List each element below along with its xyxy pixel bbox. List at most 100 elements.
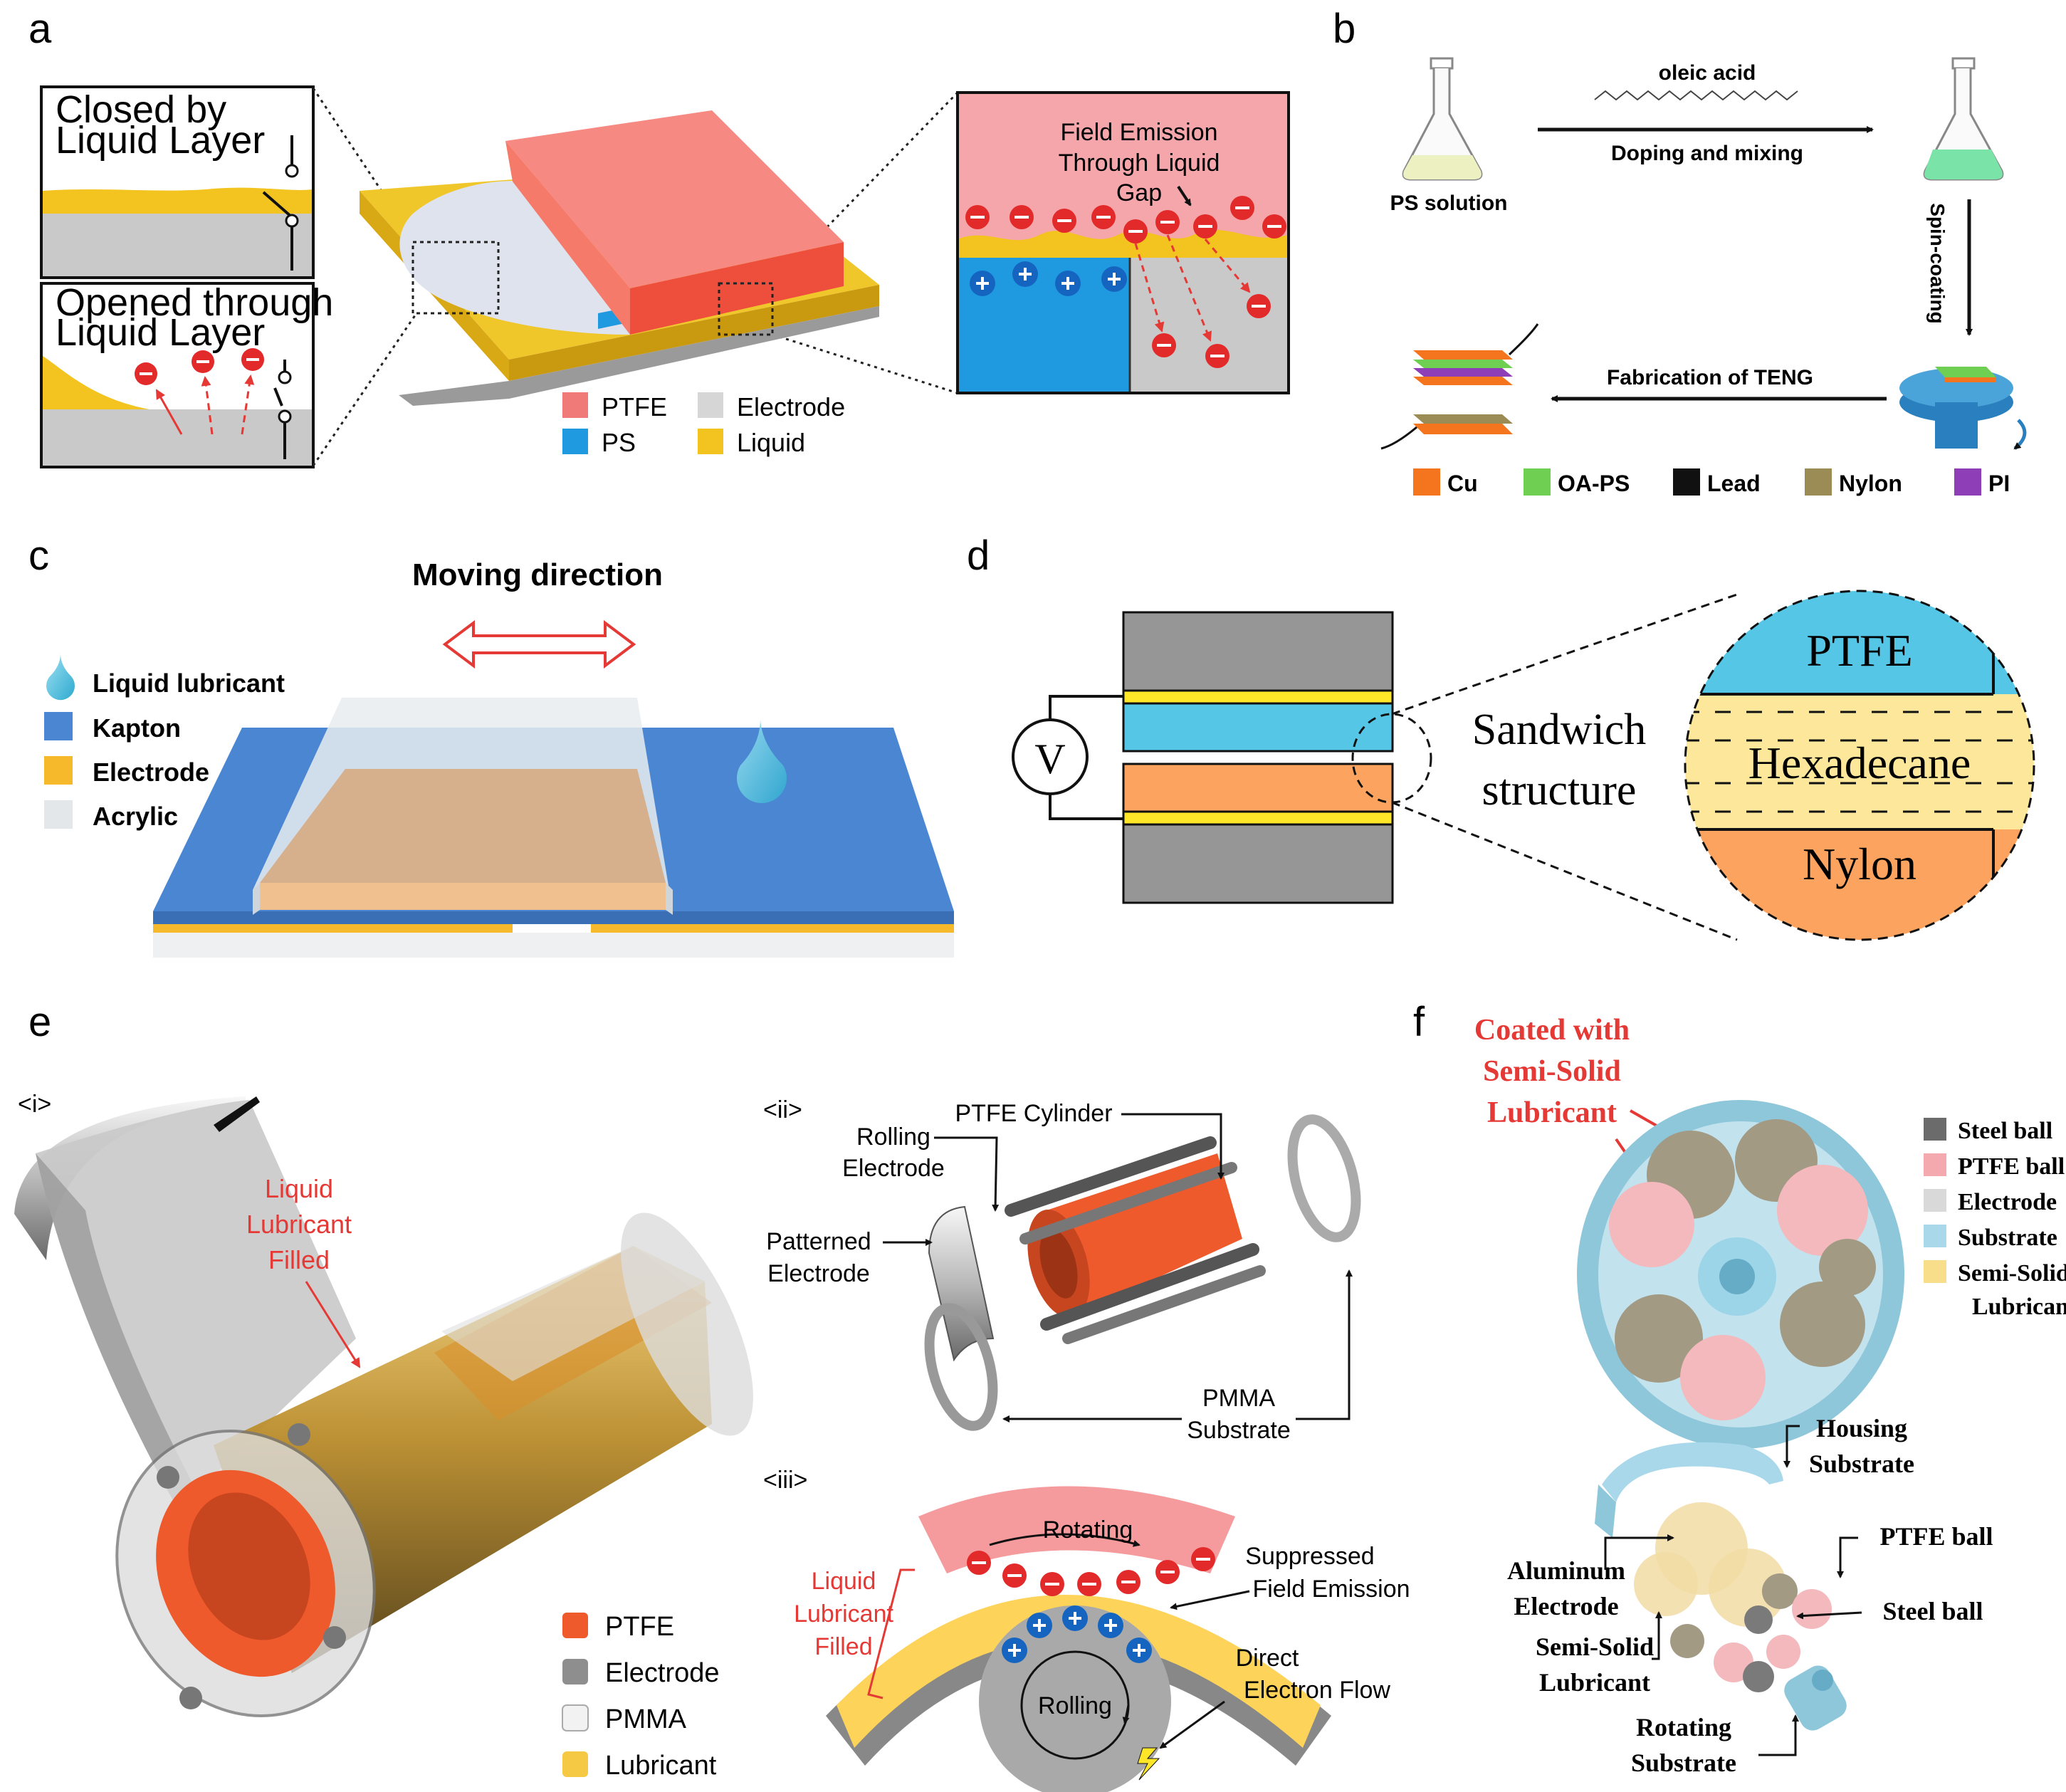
legend-a-liquid: Liquid [737, 428, 805, 457]
double-arrow-icon [442, 620, 636, 669]
panel-letter-e: e [28, 999, 51, 1045]
panel-letter-b: b [1333, 6, 1356, 52]
teng-stack [1380, 323, 1539, 450]
legend-e-pmma: PMMA [605, 1704, 687, 1734]
panel-letter-f: f [1413, 999, 1425, 1045]
legend-c: Liquid lubricant Kapton Electrode Acryli… [44, 654, 285, 831]
inset-closed-line2: Liquid Layer [56, 119, 265, 162]
panel-d: d V Sandwich structure [967, 533, 2035, 941]
legend-c-electrode: Electrode [93, 758, 209, 787]
patterned-electrode-line2: Electrode [767, 1260, 870, 1287]
legend-f-ptfe: PTFE ball [1958, 1153, 2065, 1180]
legend-b-oaps: OA-PS [1558, 471, 1630, 496]
liquid-filled-line3: Filled [268, 1245, 330, 1274]
ptfe-ball-label: PTFE ball [1879, 1522, 1993, 1551]
sub-ii-label: <ii> [763, 1096, 802, 1123]
legend-c-liquid: Liquid lubricant [93, 669, 285, 698]
aluminum-line2: Electrode [1514, 1592, 1618, 1620]
legend-a-electrode: Electrode [737, 392, 845, 421]
legend-b-pi: PI [1988, 471, 2010, 496]
panel-letter-d: d [967, 533, 990, 579]
bearing-assembled [1577, 1100, 1904, 1449]
spin-coater [1899, 367, 2027, 450]
legend-a-ps: PS [602, 428, 636, 457]
ptfe-cylinder-label: PTFE Cylinder [955, 1100, 1112, 1127]
legend-b-nylon: Nylon [1839, 471, 1902, 496]
rotating-substrate-line1: Rotating [1636, 1713, 1731, 1741]
rolling-label: Rolling [1038, 1692, 1112, 1719]
voltmeter-circuit: V [1012, 695, 1123, 820]
doping-mixing-label: Doping and mixing [1611, 142, 1803, 165]
legend-e-ptfe: PTFE [605, 1612, 674, 1642]
sandwich-zoom-circle: PTFE Hexadecane Nylon [1684, 590, 2035, 941]
rolling-device-3d [14, 1096, 753, 1717]
inset-closed: Closed by Liquid Layer [40, 85, 315, 279]
sandwich-caption-line2: structure [1482, 766, 1637, 814]
rolling-electrode-line2: Electrode [842, 1155, 945, 1182]
semisolid-line2: Lubricant [1539, 1668, 1650, 1697]
panel-e: e <i> Liquid Lubricant Filled PTFE [14, 999, 1410, 1792]
pmma-substrate-line2: Substrate [1187, 1417, 1291, 1444]
sub-iii-label: <iii> [763, 1467, 807, 1494]
panel-f: f Coated with Semi-Solid Lubricant Steel… [1413, 999, 2066, 1777]
liquid-droplet-icon [737, 719, 787, 804]
iii-filled-line3: Filled [814, 1633, 872, 1660]
liquid-filled-line1: Liquid [265, 1174, 333, 1203]
direct-flow-line1: Direct [1236, 1645, 1299, 1672]
legend-e-electrode: Electrode [605, 1658, 720, 1688]
field-emission-line3: Gap [1116, 179, 1162, 206]
patterned-electrode-line1: Patterned [766, 1228, 871, 1255]
inset-opened: Opened through Liquid Layer [40, 281, 333, 468]
pmma-substrate-line1: PMMA [1202, 1385, 1275, 1412]
legend-e-lubricant: Lubricant [605, 1751, 717, 1781]
bearing-exploded [1595, 1442, 1847, 1731]
semisolid-line1: Semi-Solid [1536, 1633, 1654, 1661]
suppressed-line2: Field Emission [1252, 1576, 1410, 1603]
coated-line2: Semi-Solid [1483, 1055, 1621, 1088]
panel-letter-c: c [28, 533, 49, 579]
inset-closed-line1: Closed by [56, 88, 226, 131]
flask-ps-solution [1402, 57, 1483, 181]
field-emission-line1: Field Emission [1060, 119, 1217, 146]
legend-f-semisolid-2: Lubricant [1972, 1294, 2066, 1320]
legend-c-kapton: Kapton [93, 713, 181, 743]
acrylic-slider [253, 698, 673, 915]
rotating-label: Rotating [1043, 1516, 1133, 1544]
aluminum-line1: Aluminum [1507, 1556, 1625, 1585]
legend-f-substrate: Substrate [1958, 1225, 2057, 1251]
zoom-field-emission: Field Emission Through Liquid Gap [956, 91, 1290, 394]
legend-c-acrylic: Acrylic [93, 802, 178, 831]
legend-b-cu: Cu [1447, 471, 1478, 496]
cross-section-charges [967, 1547, 1215, 1663]
layer-ptfe: PTFE [1806, 625, 1912, 676]
panel-letter-a: a [28, 6, 52, 52]
layer-nylon: Nylon [1803, 839, 1916, 889]
liquid-filled-line2: Lubricant [246, 1210, 352, 1239]
rotating-substrate-line2: Substrate [1631, 1749, 1736, 1777]
oleic-acid-label: oleic acid [1659, 61, 1756, 85]
sub-i-label: <i> [18, 1091, 51, 1118]
legend-e: PTFE Electrode PMMA Lubricant [562, 1612, 720, 1781]
suppressed-line1: Suppressed [1245, 1543, 1374, 1570]
moving-direction-label: Moving direction [412, 557, 663, 592]
fabrication-teng-label: Fabrication of TENG [1607, 366, 1813, 389]
legend-f: Steel ball PTFE ball Electrode Substrate… [1924, 1118, 2066, 1320]
ps-solution-label: PS solution [1390, 192, 1508, 215]
legend-f-steel: Steel ball [1958, 1118, 2052, 1144]
inset-opened-line1: Opened through [56, 281, 333, 324]
teng-device-3d [360, 110, 879, 406]
layer-hexadecane: Hexadecane [1748, 738, 1971, 788]
legend-b-lead: Lead [1707, 471, 1761, 496]
coated-line1: Coated with [1474, 1014, 1630, 1047]
panel-b: b PS solution oleic acid Doping and mixi… [1333, 6, 2027, 496]
housing-line1: Housing [1816, 1414, 1907, 1442]
legend-f-electrode: Electrode [1958, 1189, 2057, 1215]
flask-oa-ps [1923, 57, 2004, 181]
exploded-cylinder-assembly [924, 1114, 1361, 1431]
coated-line3: Lubricant [1487, 1096, 1617, 1129]
rolling-electrode-line1: Rolling [856, 1123, 930, 1151]
spin-coating-label: Spin-coating [1926, 203, 1949, 324]
legend-b: Cu OA-PS Lead Nylon PI [1413, 468, 2010, 496]
iii-filled-line2: Lubricant [794, 1600, 893, 1628]
